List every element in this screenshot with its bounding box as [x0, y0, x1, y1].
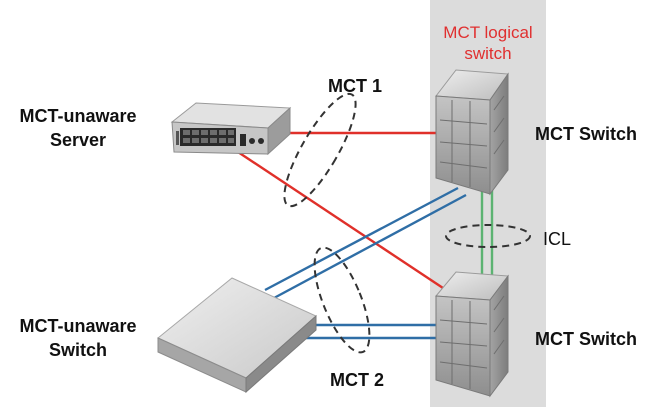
logical-switch-label: MCT logical switch	[430, 22, 546, 64]
server-label: MCT-unaware Server	[8, 104, 148, 152]
mct-unaware-server-icon	[170, 102, 292, 156]
icl-links	[480, 190, 494, 290]
mct1-ellipse	[283, 92, 357, 208]
logical-switch-label-line1: MCT logical	[443, 23, 533, 42]
mct-switch-bottom-icon	[434, 271, 509, 398]
mct-switch-top-icon	[435, 69, 509, 196]
switch-to-top-switch-link-2	[273, 193, 467, 300]
server-links	[237, 131, 447, 291]
switch-to-top-switch-link-1	[264, 186, 459, 292]
server-label-line1: MCT-unaware	[19, 106, 137, 126]
server-to-bottom-switch-link	[237, 151, 447, 291]
mct1-label: MCT 1	[328, 76, 382, 96]
icl-ellipse	[445, 224, 531, 248]
switch-label-line2: Switch	[48, 340, 107, 360]
server-label-line2: Server	[49, 130, 107, 150]
mct2-ellipse	[313, 246, 371, 354]
switch-links	[264, 186, 467, 340]
mct-switch-bottom-label: MCT Switch	[535, 329, 637, 349]
mct-switch-top-label: MCT Switch	[535, 124, 637, 144]
switch-label-line1: MCT-unaware	[19, 316, 137, 336]
mct2-label: MCT 2	[330, 370, 384, 390]
mct-unaware-switch-icon	[157, 277, 317, 394]
icl-label: ICL	[543, 229, 572, 249]
logical-switch-label-line2: switch	[464, 44, 512, 63]
switch-label: MCT-unaware Switch	[8, 314, 148, 362]
